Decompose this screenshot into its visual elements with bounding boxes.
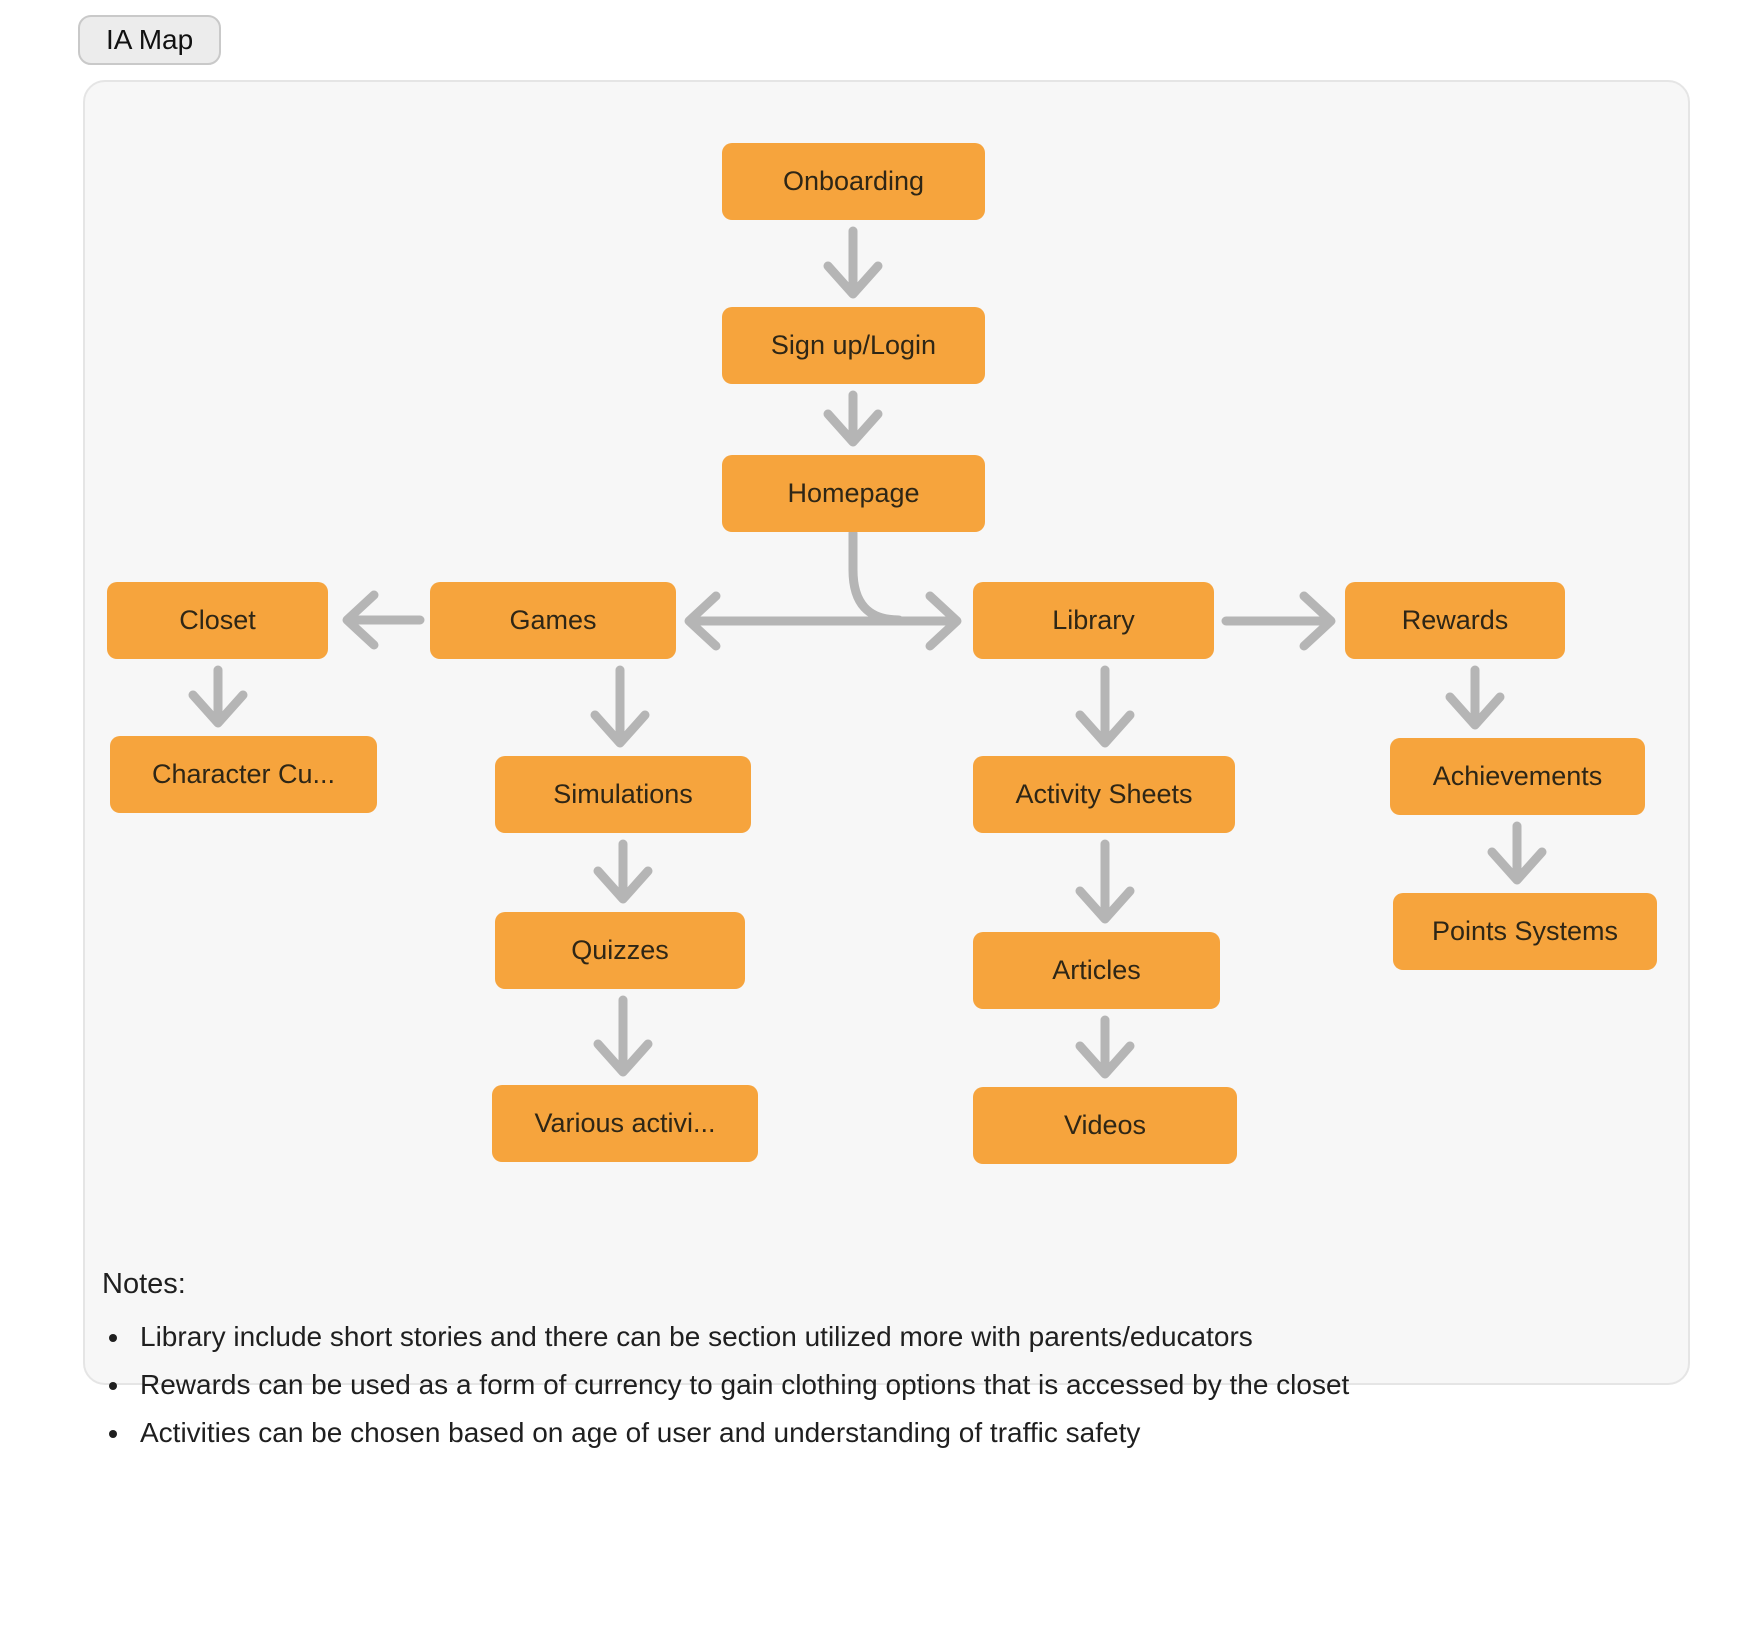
- ia-map-panel: [83, 80, 1690, 1385]
- node-activity-sheets[interactable]: Activity Sheets: [973, 756, 1235, 833]
- node-videos[interactable]: Videos: [973, 1087, 1237, 1164]
- node-library[interactable]: Library: [973, 582, 1214, 659]
- node-points-systems[interactable]: Points Systems: [1393, 893, 1657, 970]
- node-onboarding[interactable]: Onboarding: [722, 143, 985, 220]
- notes-title: Notes:: [102, 1268, 186, 1300]
- node-quizzes[interactable]: Quizzes: [495, 912, 745, 989]
- node-homepage[interactable]: Homepage: [722, 455, 985, 532]
- notes-section: Notes: Library include short stories and…: [102, 1268, 1622, 1457]
- node-achievements[interactable]: Achievements: [1390, 738, 1645, 815]
- node-articles[interactable]: Articles: [973, 932, 1220, 1009]
- node-closet[interactable]: Closet: [107, 582, 328, 659]
- node-character-customization[interactable]: Character Cu...: [110, 736, 377, 813]
- note-item: Library include short stories and there …: [132, 1313, 1622, 1361]
- node-rewards[interactable]: Rewards: [1345, 582, 1565, 659]
- node-simulations[interactable]: Simulations: [495, 756, 751, 833]
- note-item: Activities can be chosen based on age of…: [132, 1409, 1622, 1457]
- node-various-activities[interactable]: Various activi...: [492, 1085, 758, 1162]
- ia-map-badge[interactable]: IA Map: [78, 15, 222, 65]
- node-games[interactable]: Games: [430, 582, 676, 659]
- note-item: Rewards can be used as a form of currenc…: [132, 1361, 1622, 1409]
- notes-list: Library include short stories and there …: [102, 1313, 1622, 1457]
- node-signup-login[interactable]: Sign up/Login: [722, 307, 985, 384]
